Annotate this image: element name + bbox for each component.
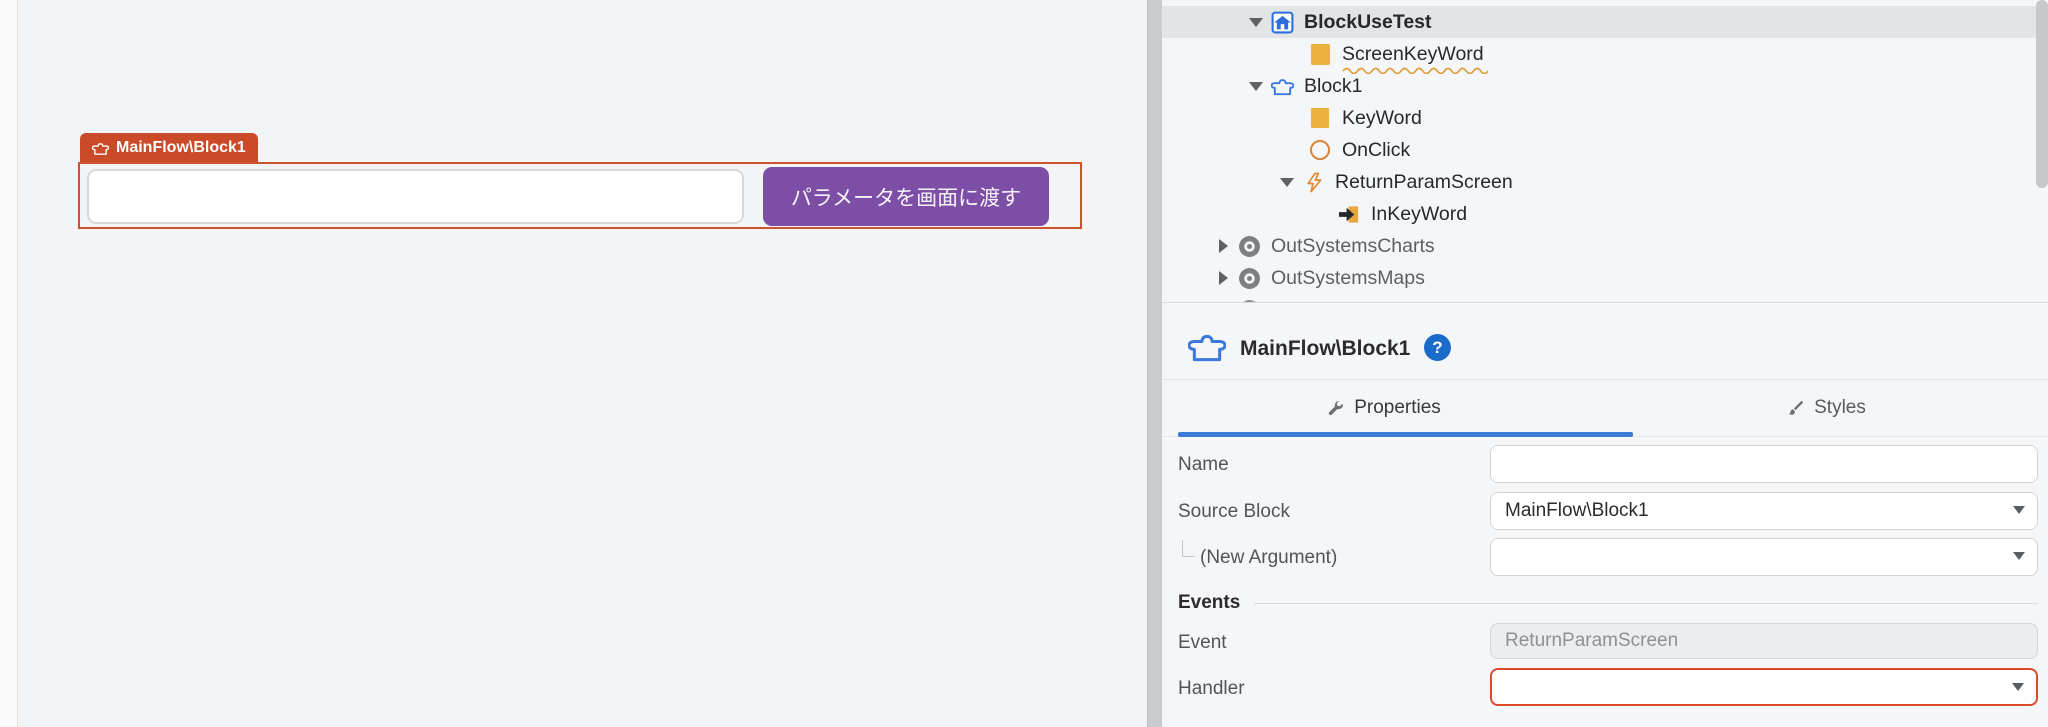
event-lightning-icon bbox=[1300, 171, 1326, 194]
keyword-text-input[interactable] bbox=[87, 169, 744, 224]
tree-item-label: ReturnParamScreen bbox=[1335, 170, 1513, 193]
argument-elbow-connector bbox=[1182, 540, 1195, 557]
tree-item-label: InKeyWord bbox=[1371, 202, 1468, 225]
properties-tabs: Properties Styles bbox=[1162, 380, 2048, 437]
wrench-icon bbox=[1326, 399, 1345, 418]
dropdown-caret-icon bbox=[2013, 552, 2025, 560]
tree-item-blockusetest[interactable]: BlockUseTest bbox=[1162, 6, 2036, 38]
panel-splitter[interactable] bbox=[1147, 0, 1162, 727]
tree-item-label: Block1 bbox=[1304, 74, 1363, 97]
tab-styles[interactable]: Styles bbox=[1605, 380, 2048, 436]
tree-item-label: OutSystemsCharts bbox=[1271, 234, 1435, 257]
screen-home-icon bbox=[1269, 10, 1295, 35]
tree-item-returnparamscreen[interactable]: ReturnParamScreen bbox=[1162, 166, 2036, 198]
puzzle-icon bbox=[92, 140, 109, 157]
chevron-down-icon[interactable] bbox=[1243, 17, 1269, 27]
brush-icon bbox=[1787, 399, 1805, 417]
event-value: ReturnParamScreen bbox=[1505, 630, 1679, 651]
selected-element-title: MainFlow\Block1 bbox=[1240, 337, 1411, 360]
tree-item-label: OutSystemsUI bbox=[1271, 299, 1397, 303]
source-block-value: MainFlow\Block1 bbox=[1505, 500, 1649, 521]
pass-parameter-button[interactable]: パラメータを画面に渡す bbox=[763, 167, 1049, 226]
variable-icon bbox=[1307, 107, 1333, 129]
selected-block-outline[interactable]: パラメータを画面に渡す bbox=[78, 162, 1082, 229]
tree-item-block1[interactable]: Block1 bbox=[1162, 70, 2036, 102]
block-puzzle-icon bbox=[1269, 75, 1295, 98]
warning-squiggle-underline bbox=[1342, 67, 1488, 74]
selected-widget-badge: MainFlow\Block1 bbox=[80, 133, 258, 163]
tree-item-label: ScreenKeyWord bbox=[1342, 42, 1484, 65]
tree-item-label: KeyWord bbox=[1342, 106, 1422, 129]
tree-item-screenkeyword[interactable]: ScreenKeyWord bbox=[1162, 38, 2036, 74]
dropdown-caret-icon bbox=[2013, 506, 2025, 514]
chevron-down-icon[interactable] bbox=[1243, 81, 1269, 91]
handler-label: Handler bbox=[1178, 678, 1245, 699]
new-argument-dropdown[interactable] bbox=[1490, 538, 2038, 576]
tree-item-outsystemscharts[interactable]: OutSystemsCharts bbox=[1162, 230, 2036, 262]
source-block-label: Source Block bbox=[1178, 501, 1290, 522]
module-icon bbox=[1236, 299, 1262, 302]
source-block-dropdown[interactable]: MainFlow\Block1 bbox=[1490, 492, 2038, 530]
module-icon bbox=[1236, 267, 1262, 290]
chevron-right-icon[interactable] bbox=[1210, 239, 1236, 253]
tree-scrollbar[interactable] bbox=[2036, 0, 2048, 188]
tree-item-outsystemsui[interactable]: OutSystemsUI bbox=[1162, 294, 2036, 303]
tree-item-inkeyword[interactable]: InKeyWord bbox=[1162, 198, 2036, 230]
tree-item-label: BlockUseTest bbox=[1304, 10, 1432, 33]
tree-item-keyword[interactable]: KeyWord bbox=[1162, 102, 2036, 134]
module-icon bbox=[1236, 235, 1262, 258]
event-label: Event bbox=[1178, 632, 1227, 653]
chevron-down-icon[interactable] bbox=[1274, 177, 1300, 187]
input-parameter-icon bbox=[1336, 203, 1362, 226]
chevron-right-icon[interactable] bbox=[1210, 271, 1236, 285]
tab-styles-label: Styles bbox=[1814, 397, 1866, 418]
name-field[interactable] bbox=[1490, 445, 2038, 483]
right-panel: BlockUseTest ScreenKeyWord bbox=[1162, 0, 2048, 727]
block-puzzle-icon bbox=[1187, 328, 1227, 371]
section-rule bbox=[1254, 602, 2038, 604]
events-section-header: Events bbox=[1178, 592, 2038, 614]
help-icon[interactable]: ? bbox=[1424, 334, 1451, 361]
element-tree: BlockUseTest ScreenKeyWord bbox=[1162, 0, 2048, 303]
tab-properties-label: Properties bbox=[1354, 397, 1441, 418]
tree-item-label: OnClick bbox=[1342, 138, 1411, 161]
tree-item-onclick[interactable]: OnClick bbox=[1162, 134, 2036, 166]
active-tab-underline bbox=[1178, 432, 1633, 437]
name-label: Name bbox=[1178, 454, 1229, 475]
tree-item-outsystemsmaps[interactable]: OutSystemsMaps bbox=[1162, 262, 2036, 294]
variable-icon bbox=[1307, 43, 1333, 66]
name-input[interactable] bbox=[1505, 453, 2023, 475]
tab-properties[interactable]: Properties bbox=[1162, 380, 1605, 436]
event-field-readonly: ReturnParamScreen bbox=[1490, 623, 2038, 659]
canvas-left-gutter bbox=[0, 0, 18, 727]
events-title: Events bbox=[1178, 592, 1241, 613]
design-canvas[interactable]: MainFlow\Block1 パラメータを画面に渡す bbox=[0, 0, 1147, 727]
event-circle-icon bbox=[1307, 139, 1333, 161]
dropdown-caret-icon bbox=[2012, 683, 2024, 691]
tree-item-label: OutSystemsMaps bbox=[1271, 266, 1425, 289]
handler-dropdown[interactable] bbox=[1490, 668, 2038, 706]
badge-label: MainFlow\Block1 bbox=[116, 139, 246, 156]
properties-header: MainFlow\Block1 ? bbox=[1162, 304, 2048, 380]
new-argument-label: (New Argument) bbox=[1200, 547, 1338, 568]
